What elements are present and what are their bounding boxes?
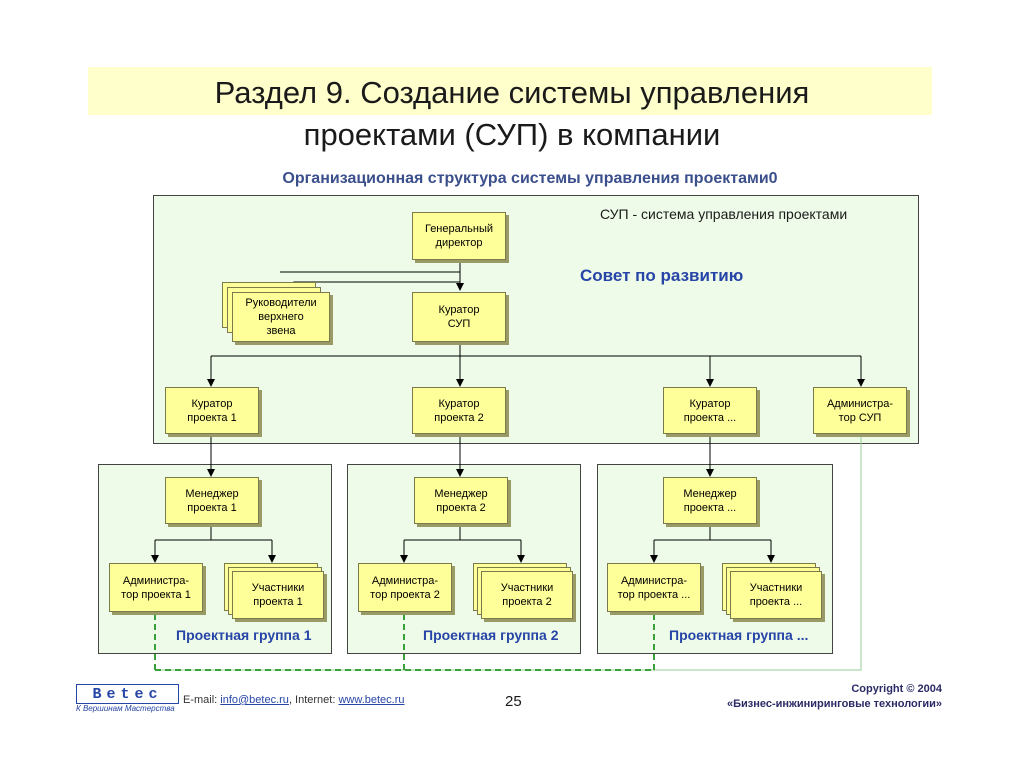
logo-tagline: К Вершинам Мастерства bbox=[76, 704, 175, 713]
node-sup-admin: Администра- тор СУП bbox=[813, 387, 907, 434]
copyright: Copyright © 2004 bbox=[851, 683, 942, 695]
email-link[interactable]: info@betec.ru bbox=[220, 694, 289, 706]
node-curator-2: Куратор проекта 2 bbox=[412, 387, 506, 434]
node-admin-1: Администра- тор проекта 1 bbox=[109, 563, 203, 612]
logo-text: Betec bbox=[92, 685, 163, 703]
title-background bbox=[88, 67, 932, 115]
node-admin-n: Администра- тор проекта ... bbox=[607, 563, 701, 612]
node-general-director: Генеральный директор bbox=[412, 212, 506, 260]
node-members-1: Участники проекта 1 bbox=[232, 571, 324, 619]
betec-logo: Betec bbox=[76, 684, 179, 704]
node-manager-1: Менеджер проекта 1 bbox=[165, 477, 259, 524]
sup-caption: СУП - система управления проектами bbox=[600, 206, 848, 222]
node-manager-n: Менеджер проекта ... bbox=[663, 477, 757, 524]
node-curator-1: Куратор проекта 1 bbox=[165, 387, 259, 434]
company-name: «Бизнес-инжиниринговые технологии» bbox=[727, 698, 942, 710]
node-members-2: Участники проекта 2 bbox=[481, 571, 573, 619]
contacts: E-mail: info@betec.ru, Internet: www.bet… bbox=[183, 694, 405, 706]
group-label-n: Проектная группа ... bbox=[669, 627, 809, 643]
slide-title-line-2: проектами (СУП) в компании bbox=[303, 117, 721, 152]
slide-title-line-1: Раздел 9. Создание системы управления bbox=[214, 75, 810, 110]
node-manager-2: Менеджер проекта 2 bbox=[414, 477, 508, 524]
council-label: Совет по развитию bbox=[580, 266, 744, 285]
node-curator-n: Куратор проекта ... bbox=[663, 387, 757, 434]
node-admin-2: Администра- тор проекта 2 bbox=[358, 563, 452, 612]
group-label-1: Проектная группа 1 bbox=[176, 627, 312, 643]
email-label: E-mail: bbox=[183, 694, 221, 706]
website-link[interactable]: www.betec.ru bbox=[338, 694, 405, 706]
internet-label: , Internet: bbox=[288, 694, 339, 706]
diagram-subtitle: Организационная структура системы управл… bbox=[282, 170, 778, 187]
node-top-managers: Руководители верхнего звена bbox=[232, 292, 330, 342]
group-label-2: Проектная группа 2 bbox=[423, 627, 559, 643]
page-number: 25 bbox=[505, 693, 522, 710]
node-sup-curator: Куратор СУП bbox=[412, 292, 506, 342]
node-members-n: Участники проекта ... bbox=[730, 571, 822, 619]
